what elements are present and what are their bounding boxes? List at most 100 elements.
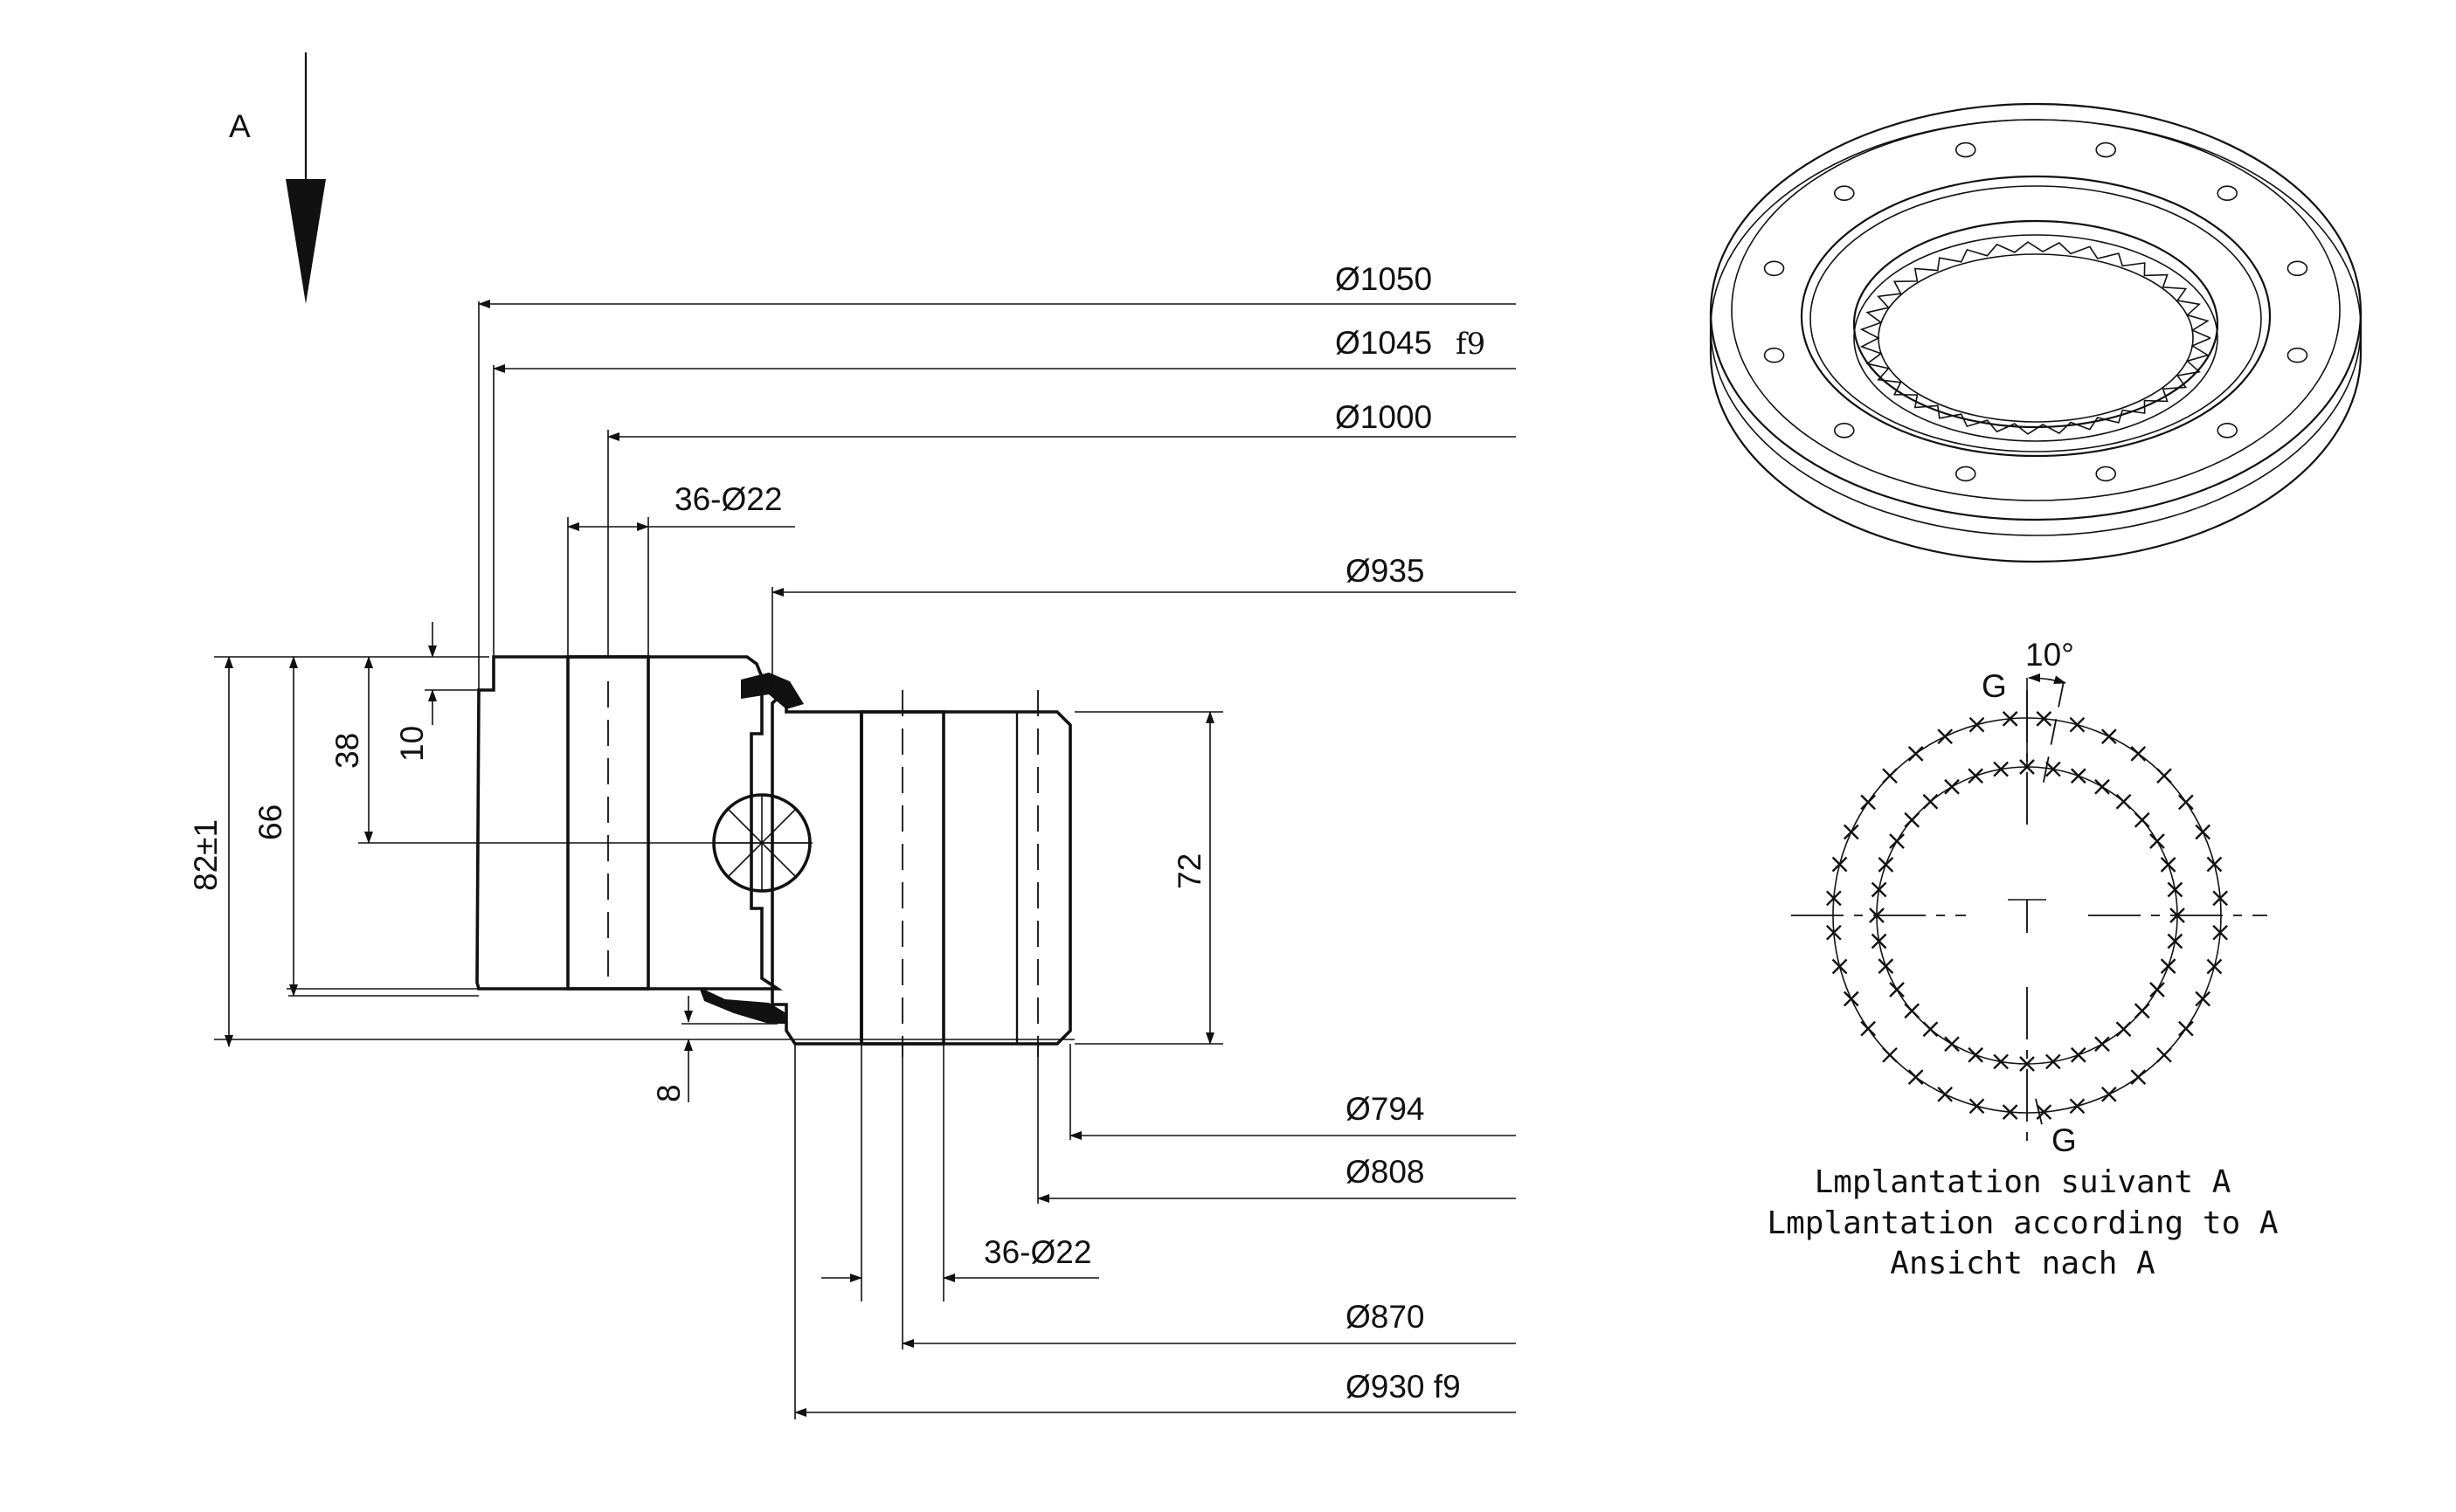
slewing-ring-3d-icon — [1709, 102, 2363, 563]
hole-mark — [1904, 811, 1920, 828]
dim-d1000: Ø1000 — [1335, 399, 1432, 435]
hole-mark — [2206, 856, 2223, 873]
view-letter: A — [229, 108, 251, 144]
hole-mark — [1968, 1046, 1984, 1063]
hole-mark — [2002, 1104, 2018, 1120]
bolt-hole-3d — [1833, 422, 1855, 438]
hole-mark — [2156, 1046, 2172, 1063]
bolt-hole-3d — [2095, 466, 2117, 482]
bolt-pattern-view: 10° G G Lmplantation suivant A Lmplantat… — [1767, 637, 2279, 1281]
dim-d794: Ø794 — [1346, 1091, 1425, 1127]
bolt-hole-3d — [2287, 260, 2308, 277]
top-seal — [741, 673, 804, 709]
hole-mark — [1907, 746, 1924, 762]
dim-h72: 72 — [1172, 853, 1207, 889]
hole-mark — [2115, 1021, 2132, 1038]
hole-mark — [2149, 833, 2165, 849]
bolt-hole-3d — [2287, 347, 2308, 363]
hole-mark — [2167, 933, 2183, 949]
bolt-hole-3d — [1954, 466, 1976, 482]
hole-mark — [2134, 1003, 2150, 1019]
caption-english: Lmplantation according to A — [1767, 1205, 2279, 1241]
bolt-hole-3d — [1763, 347, 1785, 363]
inner-gear-section — [860, 710, 1072, 1046]
view-arrow: A — [229, 52, 326, 304]
hole-mark — [1889, 833, 1905, 849]
bottom-seal — [699, 987, 786, 1024]
diameter-dimensions: Ø1050 Ø1045 f9 Ø1000 36-Ø22 Ø935 Ø794 Ø8… — [478, 261, 1516, 1419]
hole-mark — [2002, 711, 2018, 727]
g-label-bottom: G — [2051, 1122, 2077, 1158]
hole-mark — [2156, 768, 2172, 784]
hole-mark — [2195, 991, 2211, 1007]
hole-mark — [1878, 857, 1894, 873]
hole-mark — [1871, 881, 1887, 898]
bolt-hole-3d — [1954, 142, 1976, 158]
hole-mark — [1993, 761, 2009, 777]
hole-mark — [2069, 716, 2086, 733]
hole-mark — [2169, 908, 2185, 923]
caption-french: Lmplantation suivant A — [1815, 1164, 2231, 1200]
hole-mark — [1907, 1069, 1924, 1085]
hole-mark — [1882, 1046, 1898, 1063]
bolt-hole-3d — [2217, 185, 2238, 202]
bolt-hole-3d — [2095, 142, 2117, 158]
dim-d930: Ø930 f9 — [1346, 1369, 1461, 1405]
hole-mark — [1831, 958, 1848, 975]
hole-mark — [1825, 924, 1842, 941]
hole-mark — [2045, 1053, 2061, 1070]
hole-mark — [1993, 1053, 2009, 1070]
hole-mark — [2019, 1056, 2035, 1072]
hole-mark — [1889, 982, 1905, 998]
dim-d870: Ø870 — [1346, 1299, 1425, 1335]
gear-teeth-3d — [1859, 241, 2211, 435]
hole-mark — [2045, 761, 2061, 777]
g-label-top: G — [1982, 668, 2007, 704]
inner-bolt-hole — [860, 710, 945, 1046]
height-dimensions: 82±1 66 38 10 72 8 — [188, 622, 1214, 1102]
hole-mark — [2206, 958, 2223, 975]
hole-mark — [1968, 1098, 1985, 1115]
hole-mark — [2134, 811, 2150, 828]
hole-mark — [1922, 793, 1939, 810]
hole-mark — [2195, 824, 2211, 840]
hole-mark — [1937, 1086, 1954, 1102]
hole-mark — [2212, 890, 2229, 907]
hole-mark — [2069, 1098, 2086, 1115]
hole-mark — [2167, 881, 2183, 898]
hole-mark — [1843, 991, 1859, 1007]
hole-mark — [1944, 1036, 1960, 1053]
hole-mark — [1968, 768, 1984, 784]
hole-mark — [1937, 728, 1954, 745]
dim-d1050: Ø1050 — [1335, 261, 1432, 297]
dim-h66: 66 — [253, 804, 288, 840]
hole-mark — [2178, 794, 2194, 811]
bolt-hole-3d — [1763, 260, 1785, 277]
hole-mark — [2149, 982, 2165, 998]
hole-mark — [2100, 728, 2117, 745]
bolt-hole-3d — [2217, 422, 2238, 438]
angle-label: 10° — [2025, 637, 2074, 673]
caption-german: Ansicht nach A — [1890, 1246, 2155, 1281]
hole-mark — [1860, 1020, 1876, 1037]
hole-mark — [1944, 778, 1960, 795]
hole-mark — [1825, 890, 1842, 907]
bolt-hole-3d — [1833, 185, 1855, 202]
hole-mark — [1882, 768, 1898, 784]
cross-section — [214, 655, 1223, 1057]
hole-mark — [2094, 778, 2110, 795]
dim-d1045: Ø1045 — [1335, 325, 1432, 361]
dim-h10: 10 — [394, 726, 430, 762]
dim-d1045-tolerance: f9 — [1456, 327, 1485, 362]
hole-mark — [2212, 924, 2229, 941]
dim-h82: 82±1 — [188, 819, 224, 891]
hole-mark — [2070, 768, 2086, 784]
hole-mark — [1904, 1003, 1920, 1019]
hole-mark — [1878, 958, 1894, 974]
hole-mark — [1831, 856, 1848, 873]
hole-mark — [1871, 933, 1887, 949]
hole-mark — [1922, 1021, 1939, 1038]
hole-mark — [1843, 824, 1859, 840]
dim-h8: 8 — [651, 1084, 687, 1102]
